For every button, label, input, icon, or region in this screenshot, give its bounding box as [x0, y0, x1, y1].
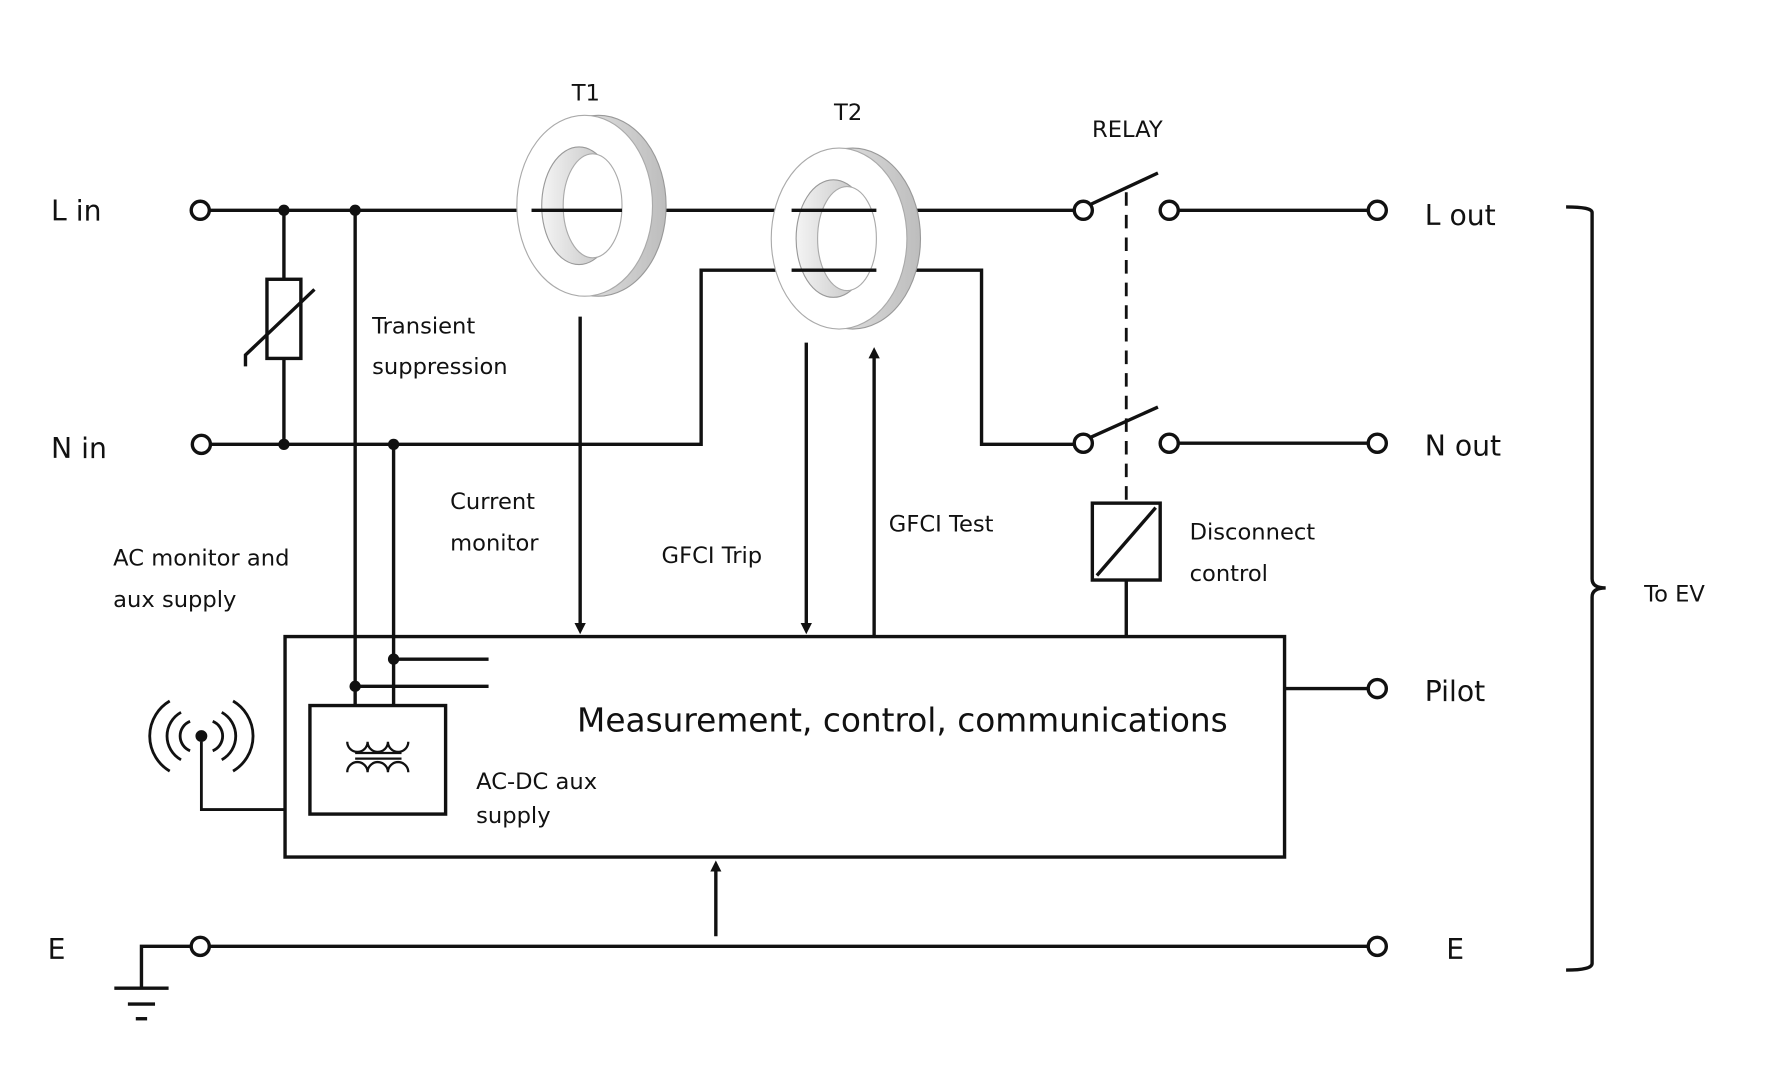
pilot-label: Pilot: [1425, 675, 1485, 708]
transient-label: Transient: [371, 314, 475, 340]
disconnect-label: control: [1190, 561, 1268, 587]
relay-label: RELAY: [1092, 117, 1163, 143]
gfci-test-label: GFCI Test: [889, 511, 994, 537]
l-out-label: L out: [1425, 199, 1496, 232]
main-block-label: Measurement, control, communications: [577, 702, 1228, 740]
to-ev-label: To EV: [1643, 582, 1705, 608]
varistor-icon: [243, 210, 316, 445]
ground-icon: [114, 944, 192, 1021]
disconnect-label: Disconnect: [1190, 519, 1316, 545]
ac-monitor-label: AC monitor and: [113, 545, 289, 571]
to-ev-brace: [1566, 205, 1606, 972]
antenna-icon: [148, 699, 286, 811]
aux-supply-box: [308, 703, 448, 816]
n-out-label: N out: [1425, 430, 1501, 463]
aux-supply-label: supply: [476, 803, 550, 829]
relay-coil-icon: [1090, 501, 1162, 637]
e-in-label: E: [48, 933, 66, 966]
current-transformer-icon: [770, 147, 922, 330]
ac-monitor-label: aux supply: [113, 587, 236, 613]
transformer-icon: [346, 741, 410, 773]
relay-switch-icon: [1072, 171, 1369, 504]
t2-label: T2: [833, 100, 862, 126]
current-monitor-label: monitor: [450, 531, 539, 557]
ac-monitor-wires: [349, 210, 489, 706]
l-in-label: L in: [51, 194, 101, 227]
n-line: [210, 268, 1075, 451]
t1-label: T1: [571, 81, 600, 107]
transient-label: suppression: [372, 354, 508, 380]
current-monitor-label: Current: [450, 489, 535, 515]
main-control-block: [283, 634, 1287, 859]
e-out-label: E: [1446, 933, 1464, 966]
gfci-trip-label: GFCI Trip: [662, 543, 763, 569]
n-in-label: N in: [51, 432, 107, 465]
current-transformer-icon: [516, 114, 667, 297]
terminals: [189, 199, 1389, 958]
aux-supply-label: AC-DC aux: [476, 769, 597, 795]
